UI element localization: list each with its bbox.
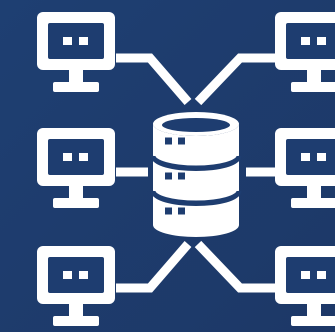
monitor-neck [69, 186, 83, 198]
screen-dot [63, 37, 72, 45]
monitor-screen [48, 23, 104, 59]
database-segment [150, 155, 242, 202]
monitor-screen [48, 257, 104, 293]
monitor-icon [37, 128, 115, 208]
screen-dot [317, 271, 326, 279]
screen-dot [63, 271, 72, 279]
screen-dot [63, 153, 72, 161]
monitor-neck [307, 70, 321, 82]
database-lid-inner [162, 118, 230, 132]
screen-dot [317, 153, 326, 161]
monitor-icon [275, 12, 335, 92]
segment-groove [150, 155, 242, 171]
connectors [116, 53, 277, 293]
connector-bottom-right [194, 240, 277, 293]
indicator-light [178, 137, 185, 145]
monitor-base [291, 82, 335, 92]
connector-bottom-left [116, 241, 192, 293]
screen-dot [79, 153, 88, 161]
monitor-icon [37, 246, 115, 326]
monitor-neck [69, 70, 83, 82]
monitor-icon [275, 246, 335, 326]
segment-body [153, 194, 239, 237]
monitor-icon [37, 12, 115, 92]
monitor-screen [286, 139, 335, 175]
monitor-neck [307, 304, 321, 316]
monitor-screen [286, 257, 335, 293]
screen-dot [301, 271, 310, 279]
monitor-screen [48, 139, 104, 175]
indicator-light [165, 172, 172, 180]
monitors [37, 12, 335, 326]
segment-body [153, 159, 239, 202]
segment-body [153, 124, 239, 167]
monitor-neck [69, 304, 83, 316]
indicator-light [165, 137, 172, 145]
database-segment [150, 190, 242, 237]
segment-groove [150, 190, 242, 206]
monitor-base [53, 82, 99, 92]
indicator-light [178, 172, 185, 180]
indicator-light [178, 207, 185, 215]
monitor-icon [275, 128, 335, 208]
screen-dot [317, 37, 326, 45]
screen-dot [79, 271, 88, 279]
monitor-base [291, 316, 335, 326]
monitor-base [53, 198, 99, 208]
screen-dot [301, 153, 310, 161]
monitor-neck [307, 186, 321, 198]
screen-dot [79, 37, 88, 45]
database-icon [150, 112, 242, 237]
indicator-light [165, 207, 172, 215]
connector-top-left [116, 53, 192, 105]
database-segment [153, 112, 239, 167]
monitor-base [53, 316, 99, 326]
connector-top-right [194, 53, 277, 106]
screen-dot [301, 37, 310, 45]
monitor-base [291, 198, 335, 208]
monitor-screen [286, 23, 335, 59]
